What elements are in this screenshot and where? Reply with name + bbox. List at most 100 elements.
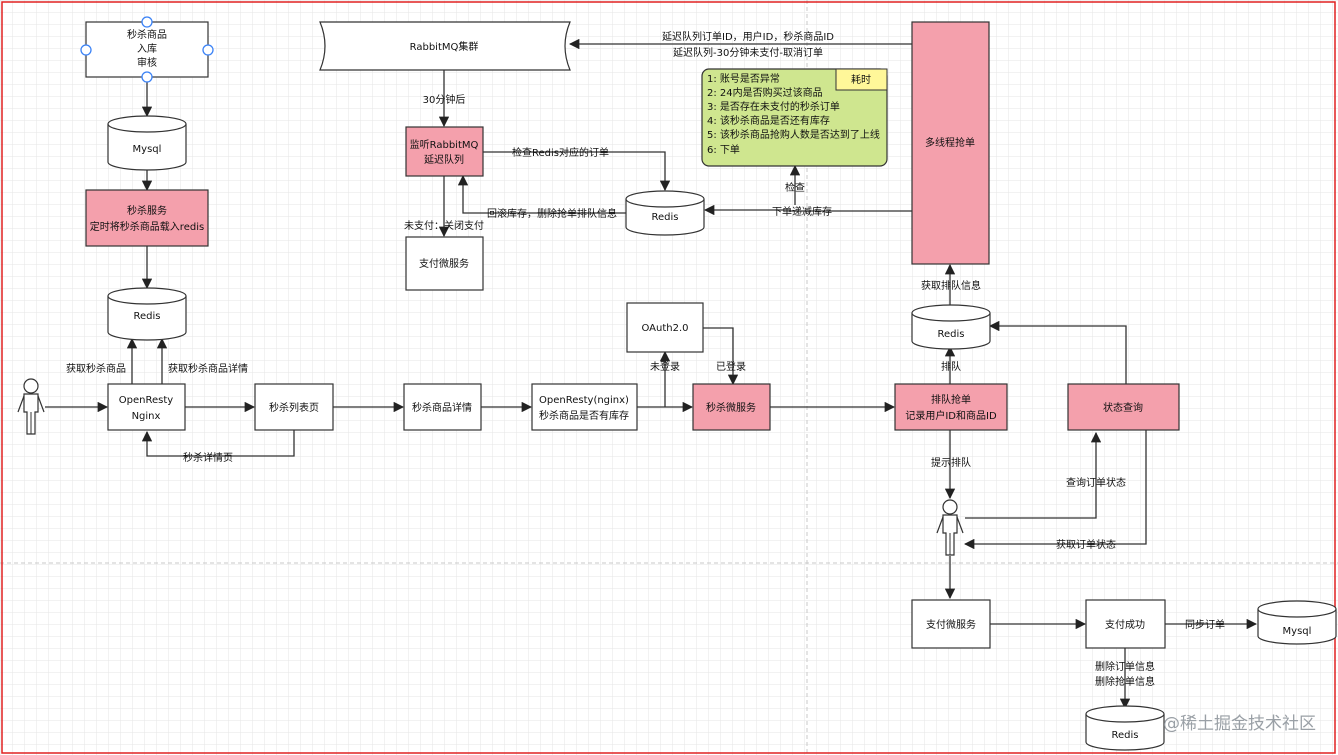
node-seckill-service[interactable]: 秒杀服务 定时将秒杀商品载入redis <box>85 189 209 247</box>
listen-mq-line-1: 监听RabbitMQ <box>410 138 479 151</box>
label-sync-order: 同步订单 <box>1185 619 1225 631</box>
edge-labels: 获取秒杀商品 获取秒杀商品详情 秒杀详情页 未登录 已登录 延迟队列订单ID，用… <box>66 30 1225 688</box>
redis-mid-label: Redis <box>652 212 679 223</box>
label-get-status: 获取订单状态 <box>1056 538 1116 551</box>
label-unpaid: 未支付：关闭支付 <box>404 219 484 232</box>
label-query-status: 查询订单状态 <box>1066 476 1126 489</box>
label-30min: 30分钟后 <box>423 93 466 106</box>
pay-service-top-label: 支付微服务 <box>419 257 469 270</box>
edge-deduct <box>703 204 912 216</box>
node-seckill-list[interactable]: 秒杀列表页 <box>254 383 334 431</box>
note-line-1: 1: 账号是否异常 <box>707 72 780 85</box>
seckill-service-line-2: 定时将秒杀商品载入redis <box>90 220 204 233</box>
mysql-top-label: Mysql <box>133 144 162 155</box>
node-seckill-detail[interactable]: 秒杀商品详情 <box>403 383 482 431</box>
seckill-list-label: 秒杀列表页 <box>269 401 319 414</box>
edge-logged <box>703 327 739 386</box>
note-line-4: 4: 该秒杀商品是否还有库存 <box>707 114 830 127</box>
label-get-seckill: 获取秒杀商品 <box>66 362 126 375</box>
oauth-label: OAuth2.0 <box>641 323 688 334</box>
seckill-micro-label: 秒杀微服务 <box>706 401 756 414</box>
seckill-detail-label: 秒杀商品详情 <box>412 401 472 414</box>
seckill-product-line-2: 入库 <box>137 42 157 55</box>
node-seckill-micro[interactable]: 秒杀微服务 <box>692 383 771 431</box>
queue-order-line-2: 记录用户ID和商品ID <box>905 409 997 422</box>
resize-handle-right[interactable] <box>202 44 214 56</box>
mysql-bottom-label: Mysql <box>1283 626 1312 637</box>
note-line-6: 6: 下单 <box>707 144 740 156</box>
label-seckill-detail-page: 秒杀详情页 <box>183 451 233 464</box>
redis-right-label: Redis <box>938 329 965 340</box>
openresty-stock-line-2: 秒杀商品是否有库存 <box>539 409 629 422</box>
label-not-logged: 未登录 <box>650 360 680 373</box>
node-openresty-nginx[interactable]: OpenResty Nginx <box>107 383 186 431</box>
note-checklist[interactable]: 耗时 1: 账号是否异常 2: 24内是否购买过该商品 3: 是否存在未支付的秒… <box>701 68 888 167</box>
edge-check-redis <box>483 151 671 192</box>
node-mysql-top[interactable]: Mysql <box>107 115 187 171</box>
label-deduct: 下单递减库存 <box>772 205 832 218</box>
seckill-product-line-3: 审核 <box>137 56 157 69</box>
note-line-5: 5: 该秒杀商品抢购人数是否达到了上线 <box>707 128 880 141</box>
node-redis-left[interactable]: Redis <box>107 287 187 341</box>
queue-order-line-1: 排队抢单 <box>931 393 971 406</box>
node-redis-mid[interactable]: Redis <box>625 190 705 236</box>
edge-get-status <box>963 430 1147 550</box>
node-pay-service-top[interactable]: 支付微服务 <box>405 236 484 291</box>
node-status-query[interactable]: 状态查询 <box>1067 383 1180 431</box>
listen-mq-line-2: 延迟队列 <box>424 153 464 166</box>
openresty-stock-line-1: OpenResty(nginx) <box>539 395 629 406</box>
label-check: 检查 <box>785 181 805 194</box>
resize-handle-bottom[interactable] <box>141 71 153 83</box>
node-rabbitmq[interactable]: RabbitMQ集群 <box>319 21 571 71</box>
node-pay-success[interactable]: 支付成功 <box>1085 599 1166 649</box>
label-get-queue-info: 获取排队信息 <box>921 279 981 292</box>
node-multi-thread[interactable]: 多线程抢单 <box>911 21 990 265</box>
rabbitmq-label: RabbitMQ集群 <box>410 40 479 53</box>
multi-thread-label: 多线程抢单 <box>925 136 975 149</box>
watermark: @稀土掘金技术社区 <box>1163 714 1316 734</box>
edge-status-redis <box>988 320 1127 384</box>
redis-left-label: Redis <box>134 311 161 322</box>
seckill-product-line-1: 秒杀商品 <box>127 28 167 41</box>
edge-rollback <box>457 174 626 214</box>
resize-handle-left[interactable] <box>80 44 92 56</box>
seckill-service-line-1: 秒杀服务 <box>127 204 167 217</box>
note-line-2: 2: 24内是否购买过该商品 <box>707 86 823 99</box>
node-openresty-stock[interactable]: OpenResty(nginx) 秒杀商品是否有库存 <box>531 383 638 431</box>
user-actor-right <box>936 499 964 556</box>
label-delay-queue-1: 延迟队列订单ID，用户ID，秒杀商品ID <box>662 30 834 43</box>
edge-list-back <box>141 430 295 457</box>
node-redis-bottom[interactable]: Redis <box>1085 705 1165 751</box>
node-seckill-product[interactable]: 秒杀商品 入库 审核 <box>80 16 214 83</box>
label-rollback: 回滚库存，删除抢单排队信息 <box>487 207 617 220</box>
node-listen-mq[interactable]: 监听RabbitMQ 延迟队列 <box>405 126 484 177</box>
note-line-3: 3: 是否存在未支付的秒杀订单 <box>707 100 840 113</box>
status-query-label: 状态查询 <box>1103 401 1143 414</box>
label-delete-info-1: 删除订单信息 <box>1095 660 1155 673</box>
edge-query-status <box>965 431 1102 519</box>
label-get-detail: 获取秒杀商品详情 <box>168 362 248 375</box>
label-prompt-queue: 提示排队 <box>931 456 971 469</box>
node-redis-right[interactable]: Redis <box>911 304 991 350</box>
node-queue-order[interactable]: 排队抢单 记录用户ID和商品ID <box>894 383 1008 431</box>
node-oauth[interactable]: OAuth2.0 <box>626 302 704 353</box>
node-mysql-bottom[interactable]: Mysql <box>1257 600 1337 645</box>
user-actor-left <box>17 378 45 435</box>
label-enqueue: 排队 <box>941 360 961 373</box>
label-check-redis: 检查Redis对应的订单 <box>512 146 609 159</box>
node-pay-service-bottom[interactable]: 支付微服务 <box>911 599 991 649</box>
resize-handle-top[interactable] <box>141 16 153 28</box>
edges <box>45 38 1258 710</box>
label-logged: 已登录 <box>716 360 746 373</box>
openresty-line-2: Nginx <box>132 411 161 422</box>
pay-success-label: 支付成功 <box>1105 618 1145 631</box>
label-delete-info-2: 删除抢单信息 <box>1095 675 1155 688</box>
redis-bottom-label: Redis <box>1112 730 1139 741</box>
pay-service-bottom-label: 支付微服务 <box>926 618 976 631</box>
openresty-line-1: OpenResty <box>119 395 173 406</box>
note-tag-label: 耗时 <box>851 74 871 86</box>
label-delay-queue-2: 延迟队列-30分钟未支付-取消订单 <box>673 46 823 59</box>
